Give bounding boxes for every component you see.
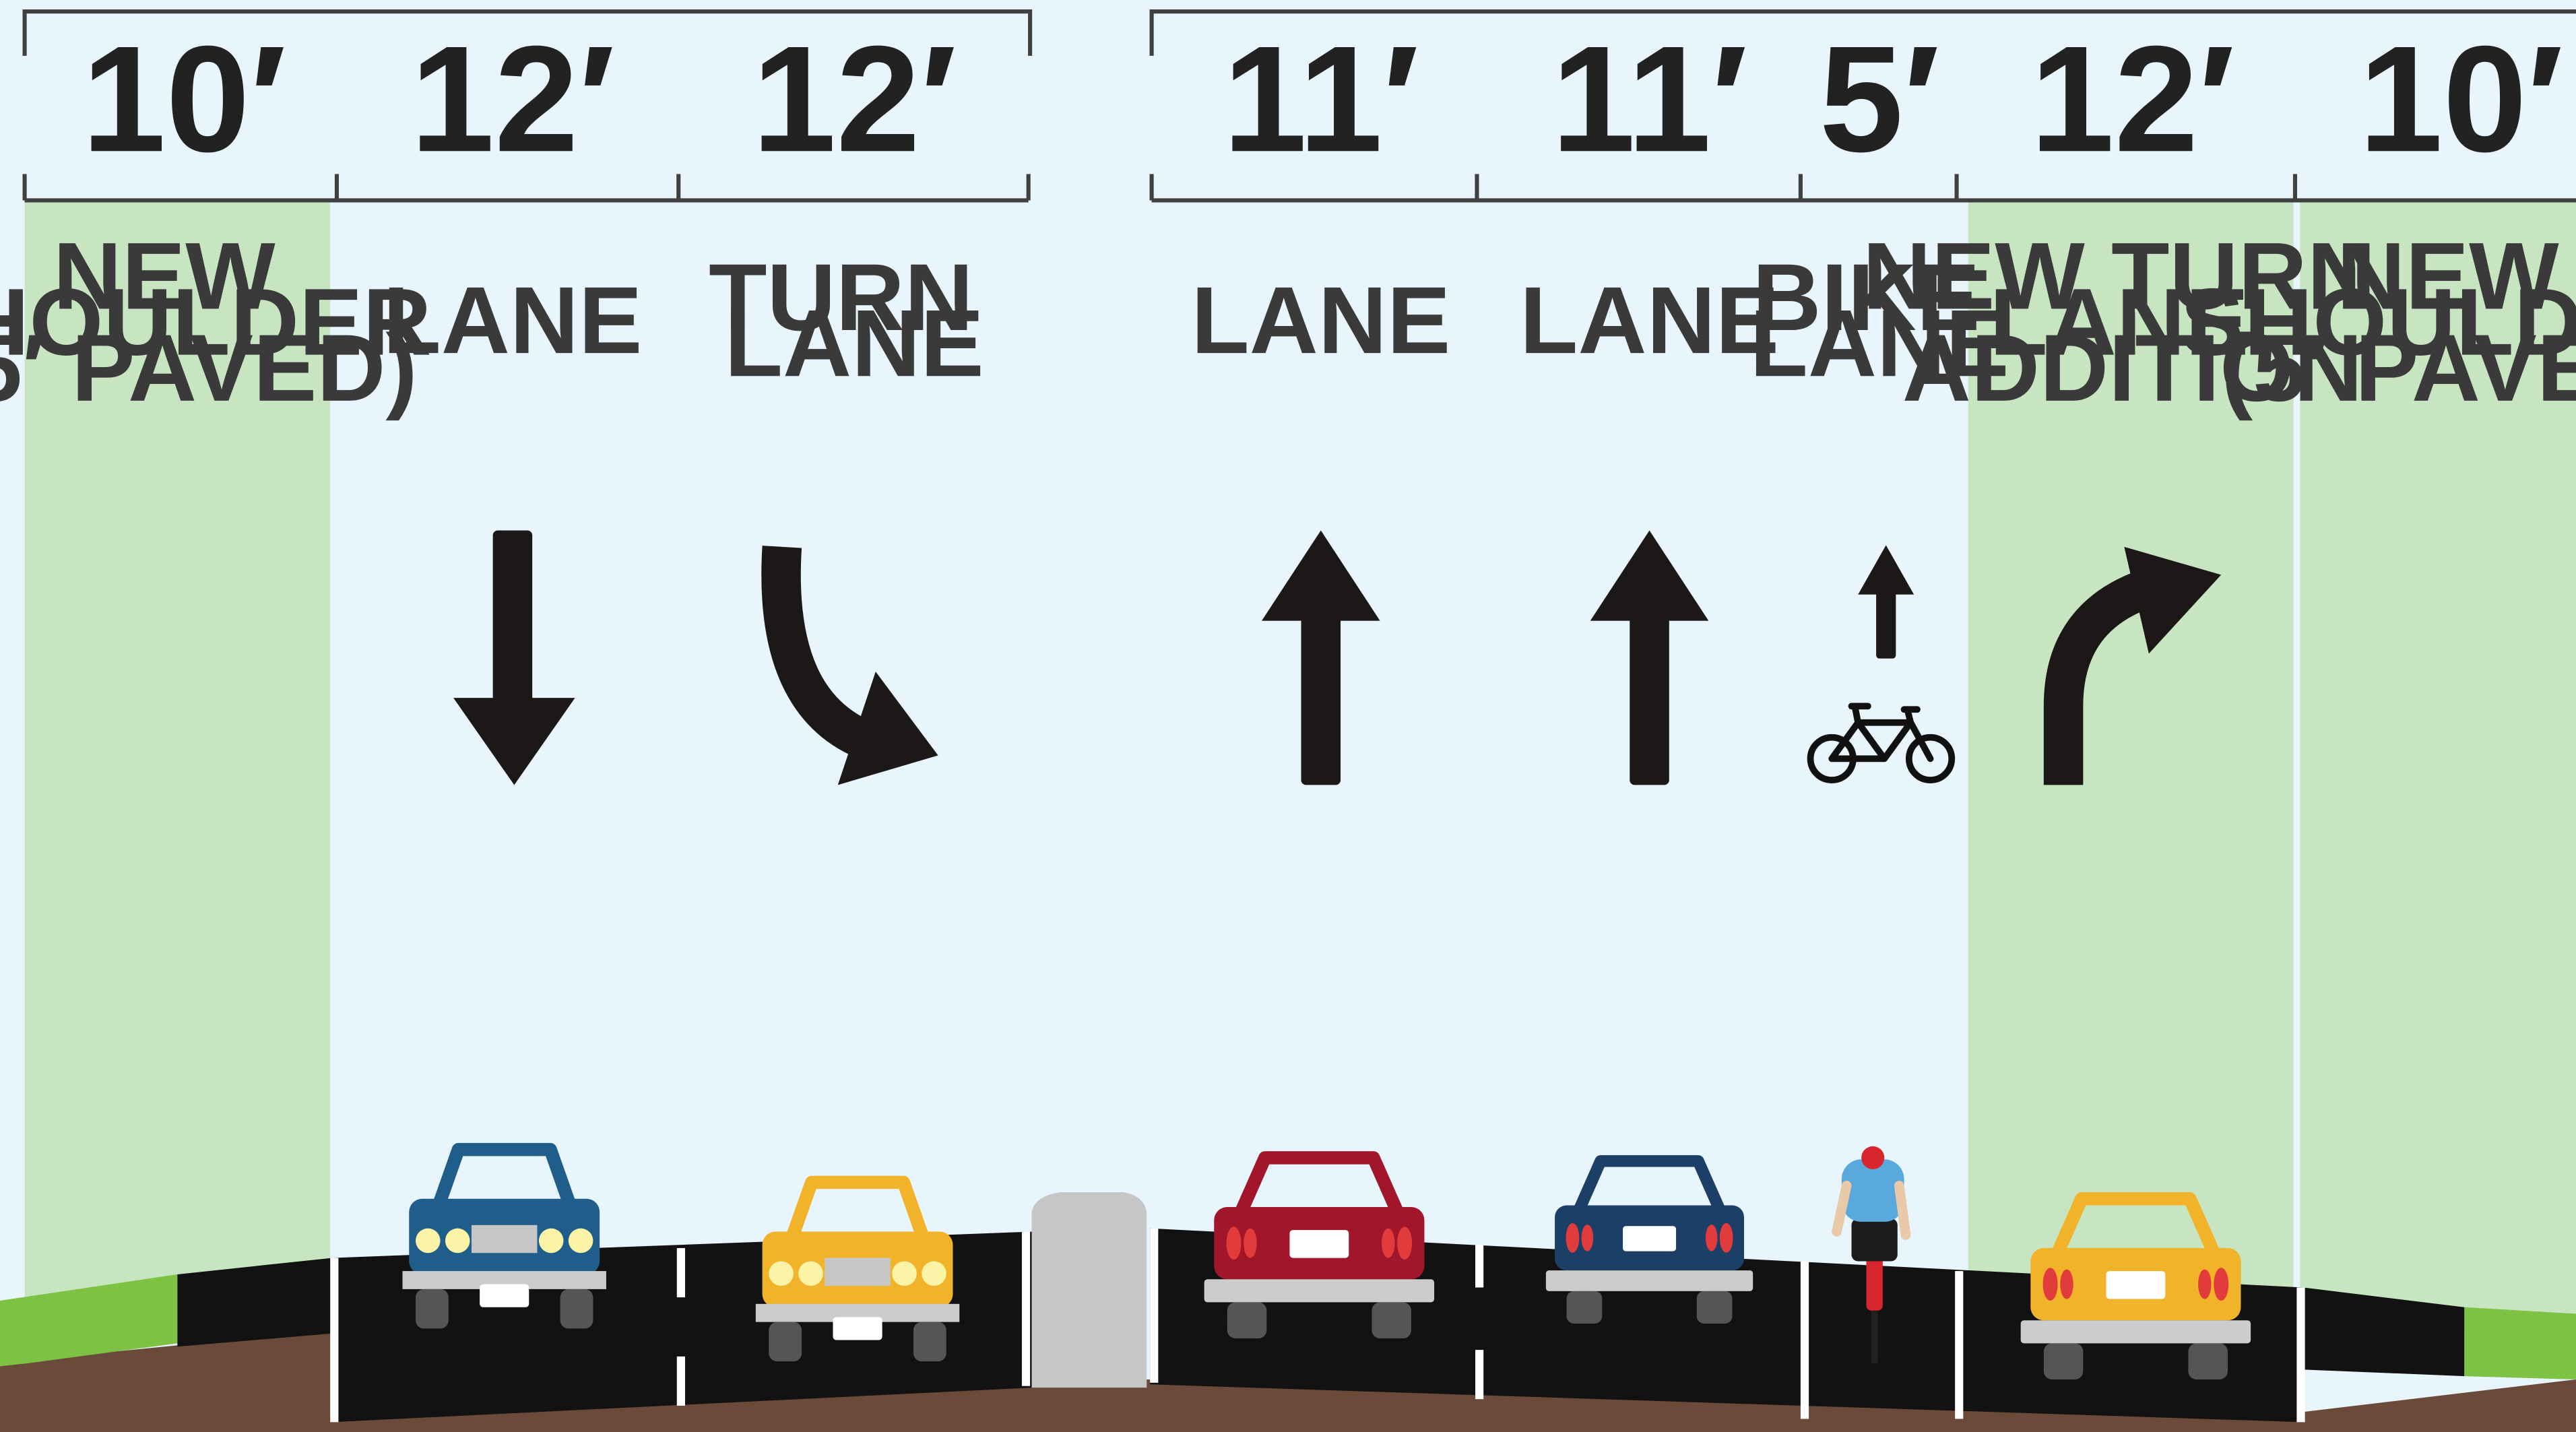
- dim-label-shoulder-left: 10′: [82, 14, 286, 183]
- arrow-up-small-icon: [1858, 545, 1914, 659]
- new-shoulder-right-zone: [2300, 200, 2576, 1334]
- dimension-bracket-right: [1149, 9, 2576, 203]
- lane-label-new-shoulder-left: NEW SHOULDER (5′ PAVED): [0, 222, 458, 421]
- lane-label-bike-lane: BIKE LANE: [1749, 244, 2009, 396]
- dim-label-turn-lane-left: 12′: [752, 14, 956, 183]
- lane-stripes: [330, 1228, 2305, 1423]
- dimension-bracket-left: [22, 9, 1033, 203]
- arrow-up-icon: [1261, 530, 1380, 785]
- lane-label-northbound-2: LANE: [1520, 267, 1779, 373]
- lane-label-new-shoulder-right: NEW SHOULDER (5′ PAVED): [2181, 222, 2576, 421]
- dim-label-lane-left: 12′: [410, 14, 614, 183]
- dim-label-shoulder-right: 10′: [2359, 14, 2563, 183]
- grass-left: [0, 1274, 178, 1367]
- pavement-left-shoulder: [177, 1258, 332, 1347]
- median-barrier: [1031, 1192, 1147, 1388]
- lane-label-turn-lane-left: TURN LANE: [709, 244, 1000, 396]
- dim-label-bike-lane: 5′: [1820, 14, 1940, 183]
- arrow-down-icon: [453, 530, 575, 785]
- grass-right: [2464, 1307, 2576, 1379]
- cyclist: [1832, 1146, 1911, 1363]
- dim-label-new-turn-lane: 12′: [2030, 14, 2234, 183]
- arrow-curve-down-right-icon: [761, 546, 938, 785]
- new-shoulder-left-zone: [24, 200, 331, 1334]
- pavement-northbound: [1150, 1228, 2304, 1423]
- dim-label-lane-right-1: 11′: [1223, 14, 1419, 183]
- lane-label-new-turn-lane: NEW TURN LANE ADDITION: [1863, 222, 2402, 421]
- lane-label-northbound-1: LANE: [1191, 267, 1450, 373]
- lane-label-southbound: LANE: [383, 267, 642, 373]
- dim-label-lane-right-2: 11′: [1551, 14, 1747, 183]
- new-turn-lane-zone: [1968, 200, 2294, 1334]
- pavement-right-shoulder: [2303, 1287, 2465, 1377]
- arrow-turn-right-icon: [2043, 546, 2222, 785]
- arrow-up-icon-2: [1590, 530, 1709, 785]
